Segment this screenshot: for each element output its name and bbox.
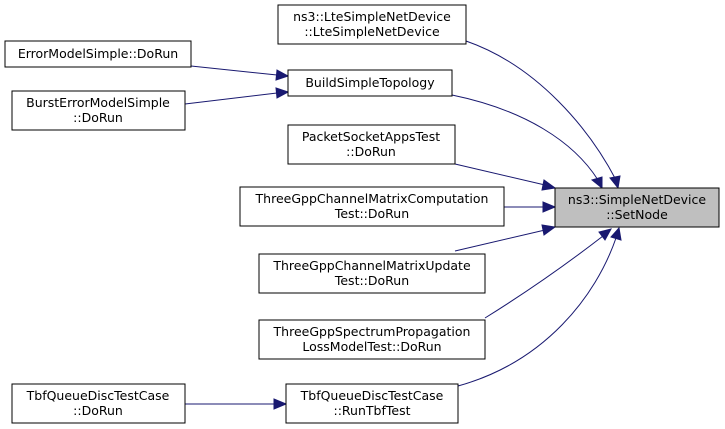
edge-errormodel-arrowhead [275,69,290,81]
node-label-line: ThreeGppSpectrumPropagation [273,324,471,339]
node-label-line: LossModelTest::DoRun [302,339,441,354]
node-bursterrormodelsimple-dorun[interactable]: BurstErrorModelSimple ::DoRun [11,90,186,131]
node-channelmatrixupdate-dorun[interactable]: ThreeGppChannelMatrixUpdate Test::DoRun [258,253,486,294]
node-spectrumpropagation-dorun[interactable]: ThreeGppSpectrumPropagation LossModelTes… [258,319,486,360]
node-label-line: ::DoRun [73,403,123,418]
node-packetsocketappstest-dorun[interactable]: PacketSocketAppsTest ::DoRun [287,124,456,165]
node-label-line: BuildSimpleTopology [305,75,435,90]
node-simplenetdevice-setnode[interactable]: ns3::SimpleNetDevice ::SetNode [554,187,720,228]
edge-build-to-setnode [451,94,599,181]
edge-bursterror-to-build [184,92,278,105]
node-label-line: Test::DoRun [334,273,409,288]
edge-spectrum-arrowhead [598,228,612,241]
edge-runtbf-arrowhead [610,226,622,241]
node-label-line: ::DoRun [346,144,396,159]
node-label-line: ErrorModelSimple::DoRun [18,46,178,61]
edge-packetsocket-arrowhead [541,179,557,191]
edge-errormodel-to-build [190,65,278,76]
edge-spectrum-to-setnode [484,235,604,319]
edge-computation-arrowhead [542,201,557,213]
node-errormodelsimple-dorun[interactable]: ErrorModelSimple::DoRun [4,40,192,68]
node-tbfqueuedisctestcase-runtbftest[interactable]: TbfQueueDiscTestCase ::RunTbfTest [285,383,459,424]
node-label-line: ThreeGppChannelMatrixUpdate [272,258,471,273]
edge-update-to-setnode [454,229,546,252]
node-label-line: ::LteSimpleNetDevice [304,24,440,39]
edge-packetsocket-to-setnode [454,163,546,186]
node-tbfqueuedisctestcase-dorun[interactable]: TbfQueueDiscTestCase ::DoRun [11,383,186,424]
node-label-line: ::DoRun [73,110,123,125]
node-label-line: Test::DoRun [334,206,409,221]
node-label-line: ::RunTbfTest [334,403,411,418]
edges [184,40,622,410]
edge-tbfdorun-arrowhead [273,398,288,410]
node-ltesimplenetdevice[interactable]: ns3::LteSimpleNetDevice ::LteSimpleNetDe… [277,4,467,45]
edge-lte-to-setnode [465,40,617,181]
edge-runtbf-to-setnode [457,237,617,387]
node-label-line: ns3::SimpleNetDevice [568,192,706,207]
node-label-line: TbfQueueDiscTestCase [300,388,444,403]
edge-bursterror-arrowhead [275,87,290,99]
node-label-line: BurstErrorModelSimple [26,95,170,110]
node-label-line: PacketSocketAppsTest [302,129,440,144]
edge-lte-arrowhead [609,175,621,190]
node-buildsimpletopology[interactable]: BuildSimpleTopology [287,69,453,97]
edge-update-arrowhead [541,224,557,236]
node-label-line: TbfQueueDiscTestCase [26,388,170,403]
node-label-line: ThreeGppChannelMatrixComputation [255,191,489,206]
node-label-line: ns3::LteSimpleNetDevice [293,9,451,24]
node-channelmatrixcomputation-dorun[interactable]: ThreeGppChannelMatrixComputation Test::D… [239,186,505,227]
node-label-line: ::SetNode [606,207,668,222]
edge-build-arrowhead [590,176,603,190]
nodes: ns3::SimpleNetDevice ::SetNode ns3::LteS… [4,4,720,424]
